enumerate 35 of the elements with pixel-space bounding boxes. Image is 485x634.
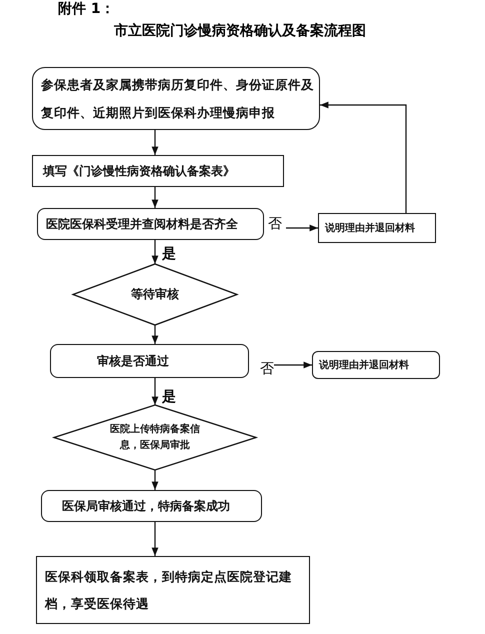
edge-label: 是	[162, 247, 176, 261]
node-text: 医保局审核通过，特病备案成功	[62, 498, 230, 515]
arrow	[152, 522, 158, 556]
decision-diamond	[73, 264, 237, 325]
node-text: 医院医保科受理并查阅材料是否齐全	[46, 216, 238, 233]
node-text: 等待审核	[131, 286, 179, 304]
arrow	[152, 187, 158, 208]
edge-label: 否	[268, 217, 282, 231]
arrow	[320, 102, 407, 213]
node-text: 审核是否通过	[97, 352, 169, 370]
node-text: 说明理由并退回材料	[319, 358, 409, 372]
process-box	[32, 67, 320, 130]
process-box	[36, 556, 310, 624]
edge-label: 否	[260, 362, 274, 376]
node-text: 医保科领取备案表，到特病定点医院登记建档，享受医保待遇	[45, 568, 293, 613]
arrow	[286, 224, 318, 232]
decision-diamond	[54, 405, 256, 470]
process-box	[32, 155, 284, 187]
arrow	[152, 470, 158, 490]
arrow	[152, 240, 158, 264]
node-text: 说明理由并退回材料	[325, 221, 415, 236]
node-text: 医院上传特病备案信息，医保局审批	[109, 422, 201, 452]
edge-label: 是	[162, 390, 176, 404]
process-box	[318, 213, 436, 243]
process-box	[312, 351, 440, 379]
arrow	[152, 325, 158, 344]
arrow	[152, 130, 158, 155]
node-text: 填写《门诊慢性病资格确认备案表》	[43, 162, 235, 180]
title: 市立医院门诊慢病资格确认及备案流程图	[113, 22, 367, 40]
node-text: 参保患者及家属携带病历复印件、身份证原件及复印件、近期照片到医保科办理慢病申报	[41, 76, 315, 122]
arrow	[152, 378, 158, 405]
process-box	[41, 490, 262, 522]
process-box	[50, 344, 249, 378]
process-box	[37, 208, 264, 240]
attachment-label: 附件 1：	[58, 0, 115, 18]
